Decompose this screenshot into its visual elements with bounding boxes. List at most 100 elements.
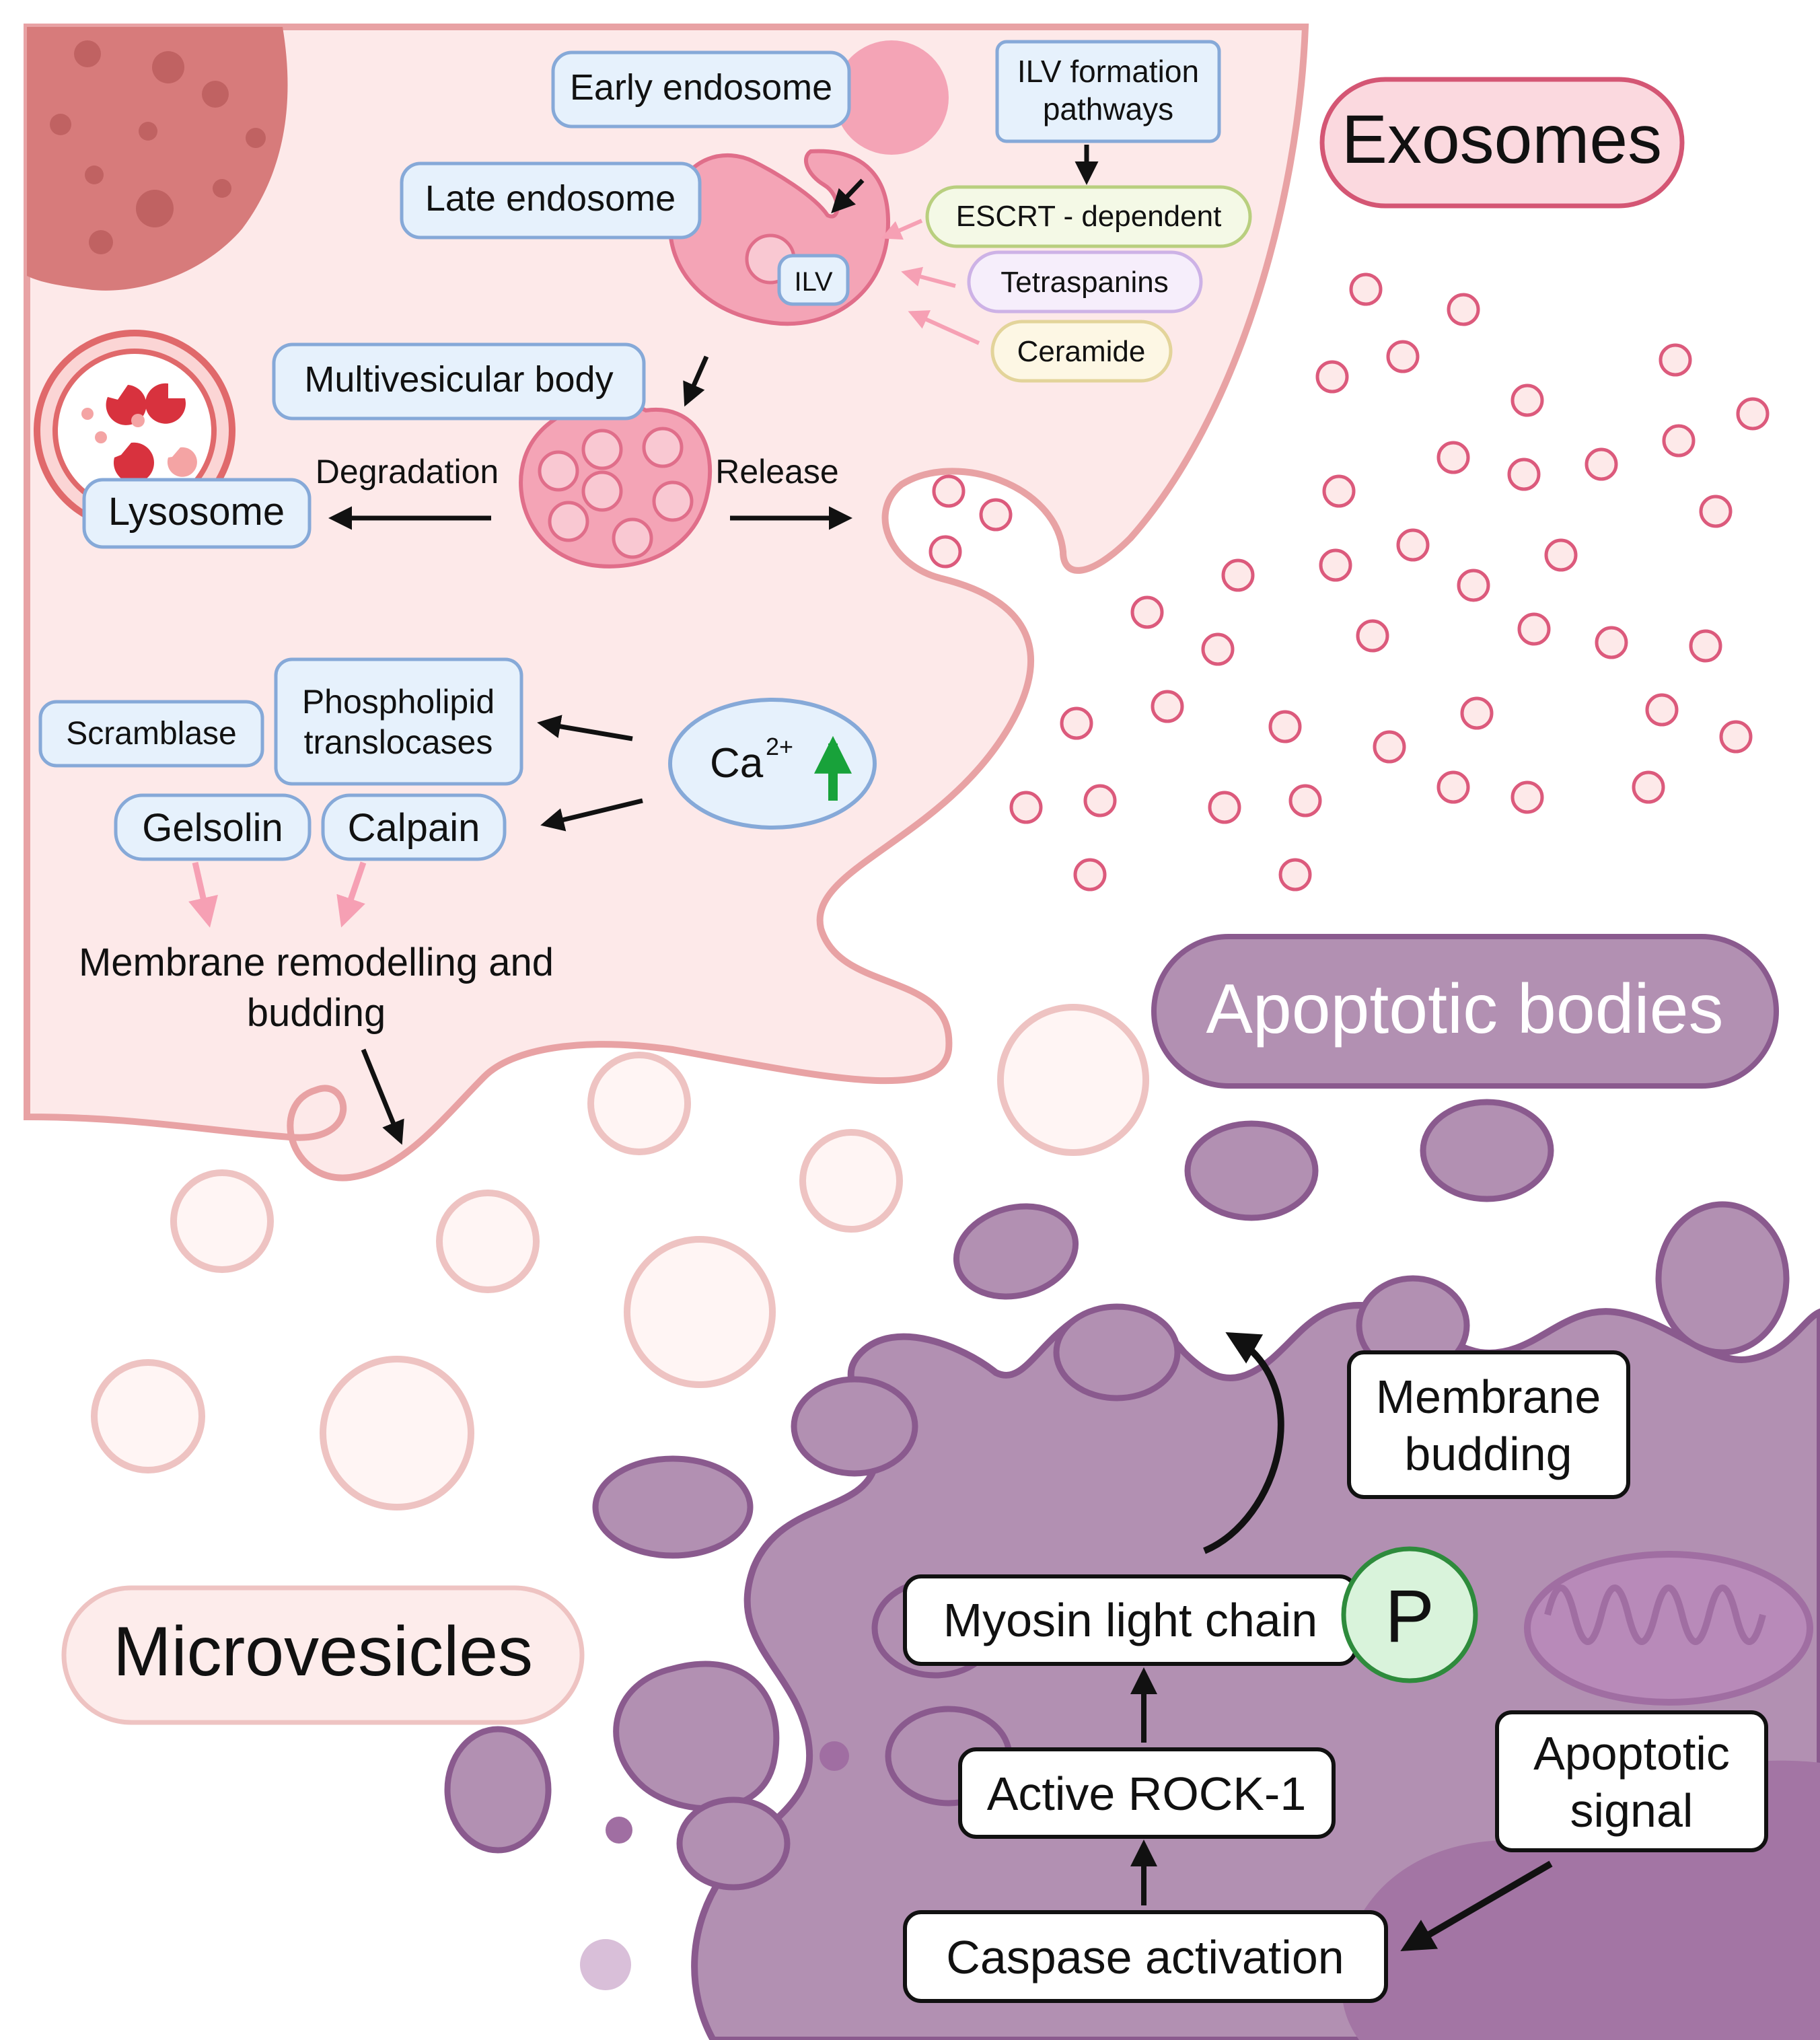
rock-label: Active ROCK-1 (987, 1768, 1307, 1820)
exosome-vesicle (1447, 293, 1480, 326)
tetraspanins-label-box: Tetraspanins (967, 250, 1203, 314)
small-apoptotic-body (580, 1939, 631, 1990)
apoptotic-bodies-title: Apoptotic bodies (1206, 970, 1724, 1048)
ilv-label-box: ILV (777, 254, 850, 306)
exosome-vesicle (1457, 569, 1490, 602)
calcium-label: Ca (710, 740, 764, 787)
exosome-vesicle (1517, 612, 1551, 646)
down-arrow-icon (831, 178, 865, 214)
exosome-vesicle (1130, 595, 1164, 629)
exosome-vesicle (1659, 343, 1692, 377)
calpain-label: Calpain (348, 806, 480, 850)
apoptotic-signal-label-box: Apoptotic signal (1495, 1710, 1768, 1852)
release-label: Release (715, 453, 838, 490)
exosome-vesicle (1595, 626, 1628, 659)
exosome-vesicle (1208, 791, 1241, 824)
gelsolin-label: Gelsolin (142, 806, 283, 850)
exosome-vesicle (1060, 706, 1093, 740)
exosome-vesicle (1278, 858, 1312, 891)
early-endosome-label: Early endosome (570, 67, 832, 108)
escrt-label: ESCRT - dependent (956, 200, 1222, 233)
left-arrow-icon (537, 715, 633, 741)
exosome-vesicle (1083, 784, 1117, 817)
exosome-vesicle (1510, 780, 1544, 814)
lysosome-label-box: Lysosome (82, 478, 312, 549)
exosome-vesicle (1544, 538, 1578, 572)
ilv-pathways-label-line1: ILV formation (1017, 54, 1199, 89)
left-arrow-icon (540, 798, 643, 832)
exosome-vesicle (1073, 858, 1107, 891)
calpain-label-box: Calpain (321, 793, 507, 861)
exosome-vesicle (1719, 720, 1753, 754)
exosome-vesicle (1436, 441, 1470, 474)
exosomes-title-badge: Exosomes (1319, 77, 1685, 209)
exosome-vesicle (1315, 360, 1349, 394)
exosome-vesicle (1699, 495, 1733, 528)
pathway-arrows (881, 219, 980, 345)
remodelling-arrows (188, 861, 367, 928)
apoptotic-arrows (1130, 1667, 1553, 1952)
myosin-label: Myosin light chain (943, 1594, 1317, 1646)
exosome-vesicle (1632, 770, 1665, 804)
rock-label-box: Active ROCK-1 (958, 1747, 1336, 1839)
ceramide-label-box: Ceramide (990, 320, 1173, 383)
left-arrow-icon (1400, 1860, 1553, 1952)
mitochondrion (1524, 1551, 1813, 1706)
secreting-cell (24, 24, 1309, 1181)
exosomes-title: Exosomes (1342, 101, 1662, 178)
exosome-vesicle (1585, 447, 1618, 481)
small-apoptotic-body (606, 1817, 632, 1844)
remodelling-label-line1: Membrane remodelling and (79, 941, 554, 984)
apoptotic-signal-label-line1: Apoptotic (1533, 1727, 1730, 1780)
exosome-vesicle (1356, 619, 1389, 653)
degradation-label: Degradation (316, 453, 499, 490)
calcium-superscript: 2+ (766, 733, 793, 760)
exosome-vesicle (1221, 558, 1255, 592)
exosome-vesicle (1151, 690, 1184, 723)
nucleus (27, 27, 288, 291)
phospholipid-label-line2: translocases (304, 723, 493, 761)
microvesicles (91, 1004, 1149, 1510)
curved-arrow-icon (1203, 1332, 1284, 1554)
exosome-vesicle (1201, 632, 1235, 666)
caspase-label: Caspase activation (946, 1931, 1344, 1983)
gelsolin-label-box: Gelsolin (114, 793, 312, 861)
exosome-vesicle (1396, 528, 1430, 562)
escrt-label-box: ESCRT - dependent (925, 185, 1252, 248)
remodelling-label-line2: budding (247, 991, 386, 1035)
exosome-vesicle (1349, 272, 1383, 306)
exosome-vesicle (1460, 696, 1494, 730)
phospholipid-translocases-label-box: Phospholipid translocases (274, 657, 523, 786)
exosome-vesicle (929, 535, 962, 569)
tetraspanins-label: Tetraspanins (1000, 266, 1168, 299)
scramblase-label-box: Scramblase (38, 700, 264, 768)
lysosome-label: Lysosome (108, 490, 285, 534)
exosome-vesicle (979, 498, 1013, 532)
exosome-vesicle (932, 474, 966, 508)
exosome-vesicle (1510, 384, 1544, 417)
apoptotic-bodies-title-badge: Apoptotic bodies (1151, 934, 1779, 1089)
microvesicles-title: Microvesicles (113, 1613, 533, 1691)
exosome-vesicle (1319, 548, 1352, 582)
lysosome-organelle (34, 330, 235, 532)
microvesicles-title-badge: Microvesicles (61, 1585, 585, 1725)
exosome-field (1009, 272, 1770, 891)
phospho-label: P (1385, 1575, 1434, 1658)
caspase-label-box: Caspase activation (903, 1910, 1388, 2003)
exosome-vesicle (1288, 784, 1322, 817)
apoptotic-signal-label-line2: signal (1570, 1784, 1694, 1837)
down-arrow-icon (683, 355, 709, 407)
late-endosome-label-box: Late endosome (400, 161, 702, 240)
down-arrow-icon (361, 1048, 404, 1145)
phospho-badge: P (1341, 1546, 1478, 1683)
exosome-vesicle (1507, 458, 1541, 491)
exosome-vesicle (1322, 474, 1356, 508)
exosome-vesicle (1645, 693, 1679, 727)
membrane-budding-label-line2: budding (1404, 1428, 1572, 1480)
exosome-vesicle (1689, 629, 1722, 663)
membrane-budding-label-line1: Membrane (1376, 1371, 1601, 1423)
calcium-label-box: Ca 2+ (668, 698, 877, 830)
exosome-vesicle (1268, 710, 1302, 743)
ceramide-label: Ceramide (1017, 335, 1146, 368)
